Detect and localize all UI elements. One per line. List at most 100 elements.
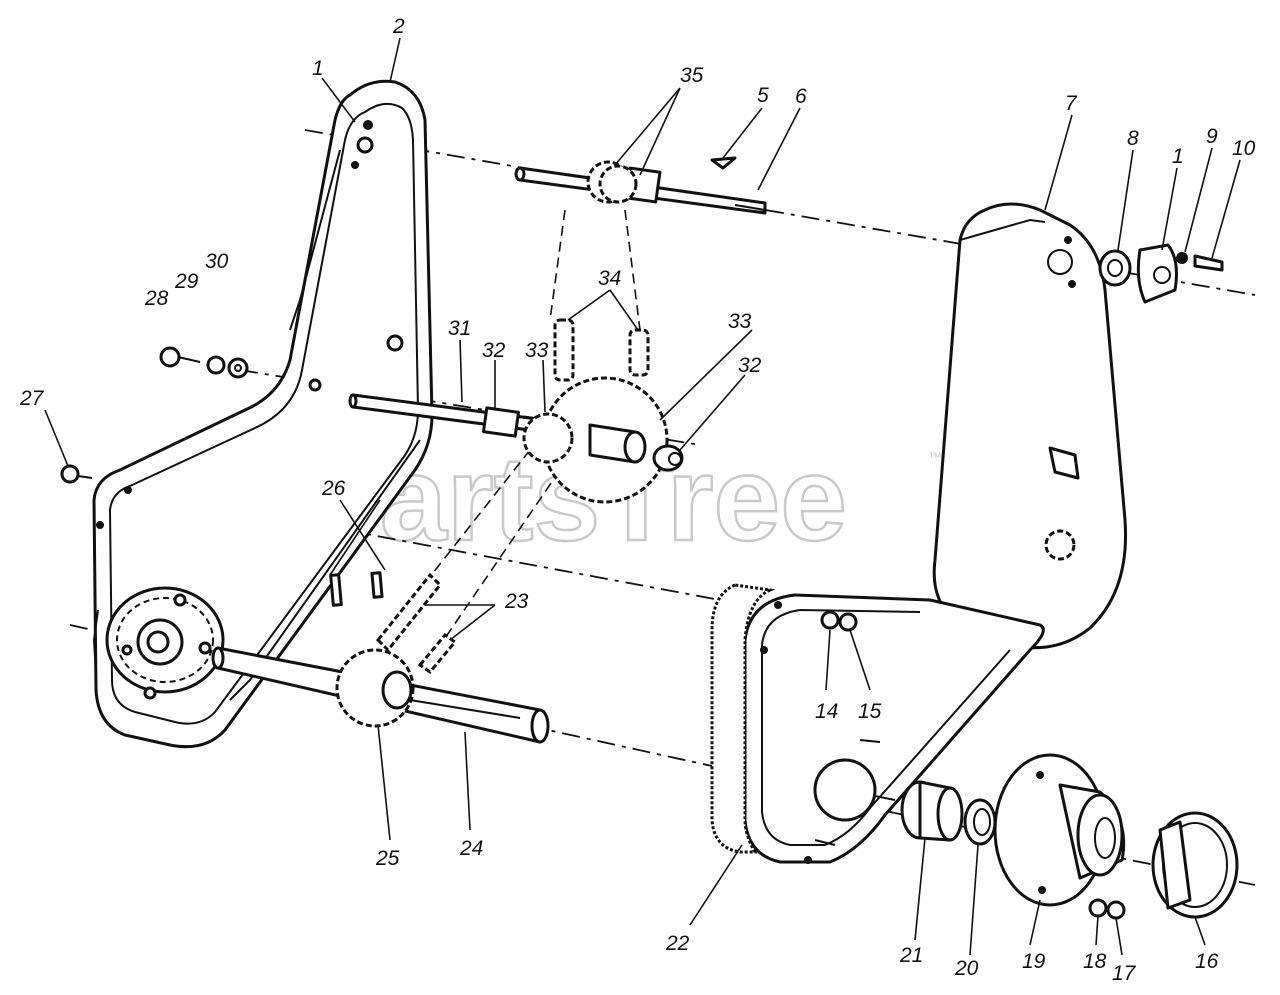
label-part-5: 5 [757,84,769,107]
washer-30 [227,357,249,379]
left-lower-bearing-dashed-ring [116,597,214,683]
label-part-29: 29 [174,270,199,293]
right-case-bolt-3 [774,601,782,609]
label-part-27: 27 [19,387,45,410]
bolt-28-head [159,346,181,368]
nut-15 [838,612,858,632]
right-case-bolt-2 [1068,280,1076,288]
lower-shaft-keyway [409,699,521,719]
lower-shaft-end [530,708,550,744]
label-part-21: 21 [899,944,923,967]
chain-34-right [628,328,650,377]
leader-16 [1194,916,1206,946]
washer-14 [820,610,840,630]
leader-35a [614,87,681,166]
chain-guide-line-1 [549,209,566,321]
bushing-21-end [936,786,964,842]
label-part-23: 23 [504,590,529,613]
lower-sprocket-hub [381,670,413,710]
middle-shaft-end [348,393,358,409]
label-part-30: 30 [205,250,229,273]
hub-bolt-hole-2 [1036,771,1044,779]
right-case-gasket [710,583,776,854]
left-bearing-bolt-3 [143,686,157,700]
leader-31 [459,339,463,403]
left-case-rib [289,149,341,331]
label-part-10: 10 [1232,137,1256,160]
left-case-bolt-hole-3 [124,486,132,494]
nuts-14-15 [820,610,858,632]
leader-14 [825,629,831,691]
lower-shaft-left-end [211,646,225,670]
leader-15 [849,629,871,691]
right-case-stud-3 [874,795,896,801]
right-case-bolt-4 [760,646,768,654]
roll-pin-26-a [329,573,343,607]
leader-20 [969,844,979,956]
label-part-22: 22 [665,932,690,955]
label-part-34: 34 [598,267,621,290]
leader-1b [1161,167,1178,251]
upper-right-bearing [1098,249,1132,287]
hub-assembly [900,753,1239,920]
right-case-stud-1 [859,739,881,743]
bolt-27-shank [77,475,93,479]
label-part-6: 6 [795,85,807,108]
chain-guide-line-4 [429,469,561,661]
upper-right-bearing-bore [1107,259,1123,277]
leader-32b [679,374,746,451]
chain-23-upper [375,572,443,653]
label-part-1-right: 1 [1172,145,1184,168]
leader-21 [914,837,926,941]
washer-30-hole [234,364,242,372]
upper-sprocket-2 [598,164,638,204]
left-case-bolt-hole-1 [363,120,373,130]
label-part-33-lower: 33 [525,339,549,362]
right-case-hub-opening [813,758,877,822]
right-upper-bearing-parts [1098,243,1224,304]
sprocket-hub-end [623,430,647,464]
right-case-lower-inner [761,608,1011,846]
right-case-stud-2 [814,839,836,846]
label-part-25: 25 [375,847,400,870]
seal-20-inner [973,808,991,836]
left-case-middle-nut [386,334,404,352]
hub-bore-19 [1094,817,1116,859]
washer-18 [1088,898,1108,918]
label-part-17: 17 [1112,962,1137,985]
right-case-bolt-1 [1064,236,1072,244]
leader-33a [659,329,753,421]
label-part-31: 31 [448,317,471,340]
leader-19 [1029,899,1041,946]
leader-27 [44,409,69,467]
leader-34a [567,289,611,321]
spacer-32-left [481,406,521,438]
upper-right-bearing-plate [1136,243,1178,304]
leader-5 [722,107,763,159]
leader-10 [1211,159,1241,259]
left-bearing-bolt-1 [173,593,187,607]
leader-6 [757,107,801,191]
upper-right-plate-hole [1153,266,1171,284]
label-part-32-left: 32 [482,339,506,362]
chains [375,318,650,675]
label-part-14: 14 [815,700,838,723]
label-part-1-left: 1 [312,57,324,80]
label-part-9: 9 [1206,125,1218,148]
leader-9 [1184,147,1213,253]
watermark-trademark: ™ [928,449,942,465]
leader-7 [1044,114,1073,211]
part-labels: 1 2 35 5 6 7 8 1 9 10 30 29 28 34 33 31 … [19,15,1256,985]
left-case-upper-hole [356,136,374,154]
leader-18 [1095,915,1099,946]
right-case-bracket [1048,446,1080,480]
spacer-32-right-hole [668,452,682,466]
spacer-32-right [652,444,684,472]
hub-bolt-hole-1 [1038,886,1046,894]
leader-1a [321,77,356,123]
left-case-outline [92,79,434,749]
hub-cap-16-rim [1158,820,1192,910]
leader-26b [329,499,381,576]
chain-23-lower [417,632,458,675]
upper-right-bolt [1193,254,1224,272]
